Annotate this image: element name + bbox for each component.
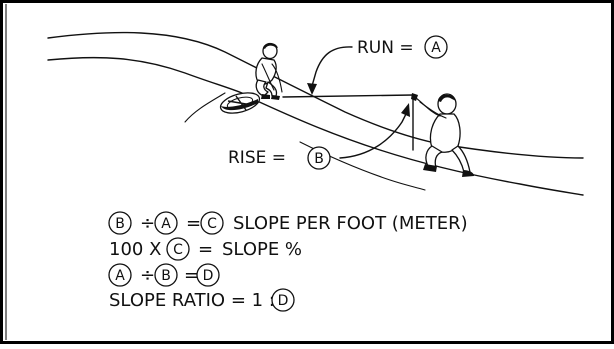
formula-circle [196, 263, 220, 287]
run-label-group: RUN = A [307, 35, 448, 95]
formula-var: D [278, 293, 289, 309]
formula-circle [154, 263, 178, 287]
terrain-lower-line [47, 56, 584, 196]
formula-line-4: SLOPE RATIO = 1 : D [109, 288, 295, 312]
formula-circle [108, 263, 132, 287]
rise-label-group: RISE = B [228, 103, 410, 170]
formula-var: D [203, 268, 214, 284]
run-leader-arrow [311, 46, 353, 87]
formula-equals: = [198, 239, 213, 260]
formula-operator: ÷ [140, 265, 155, 286]
terrain-dip-line [184, 92, 226, 123]
run-label: RUN = [357, 38, 414, 58]
formula-equals: = [186, 213, 201, 234]
terrain-upper-line [47, 31, 584, 159]
run-var-circle [424, 35, 448, 59]
rise-arrow-head [401, 103, 410, 117]
hillside-terrain [47, 31, 584, 196]
formula-line-3: A ÷ B = D [108, 263, 220, 287]
formula-var: C [173, 242, 183, 258]
rise-var: B [314, 151, 324, 167]
rise-var-circle [307, 146, 331, 170]
formula-line-1: B ÷ A = C SLOPE PER FOOT (METER) [108, 211, 468, 235]
formula-prefix: 100 X [109, 239, 161, 260]
rise-label: RISE = [228, 148, 286, 168]
formula-text: SLOPE % [222, 239, 302, 260]
formula-circle [271, 288, 295, 312]
formula-var: A [161, 216, 171, 232]
right-surveyor-figure [411, 93, 474, 177]
formula-var: B [115, 216, 125, 232]
formula-line-2: 100 X C = SLOPE % [109, 237, 302, 261]
formula-circle [154, 211, 178, 235]
formula-circle [108, 211, 132, 235]
formula-circle [166, 237, 190, 261]
formula-text: SLOPE PER FOOT (METER) [233, 213, 468, 234]
formula-var: B [161, 268, 171, 284]
formula-prefix: SLOPE RATIO = 1 : [109, 290, 275, 311]
rise-leader-arrow [339, 113, 407, 159]
run-measuring-line [282, 94, 414, 98]
left-surveyor-figure [255, 42, 283, 100]
formula-equals: = [184, 265, 199, 286]
formula-var: C [207, 216, 217, 232]
tape-reel-icon [219, 92, 261, 114]
run-var: A [431, 40, 441, 56]
formula-operator: ÷ [140, 213, 155, 234]
formula-circle [200, 211, 224, 235]
formula-var: A [115, 268, 125, 284]
run-arrow-head [307, 83, 317, 95]
